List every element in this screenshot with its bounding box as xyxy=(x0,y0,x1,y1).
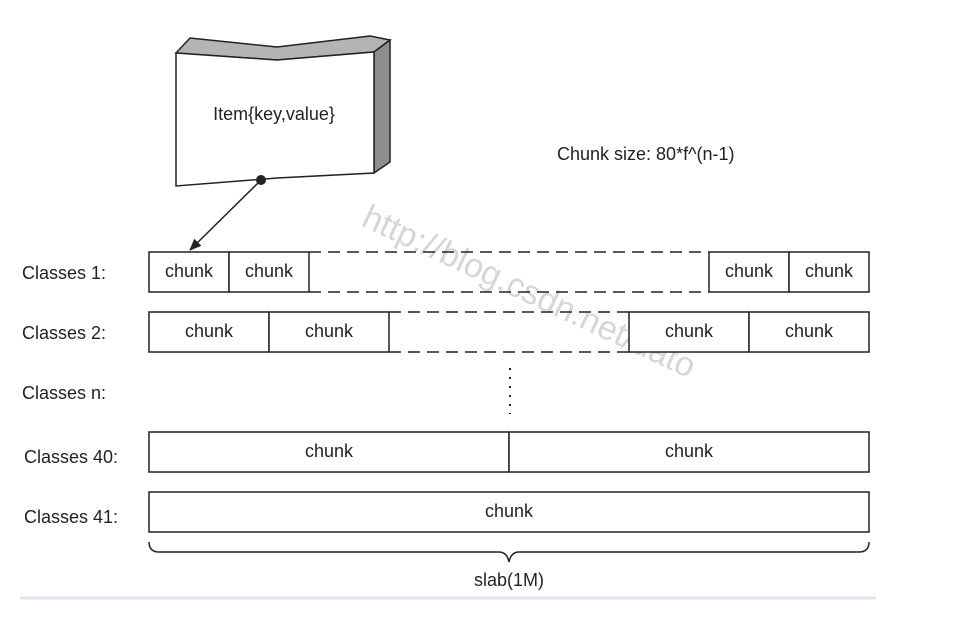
chunk xyxy=(228,251,310,293)
chunk-label: chunk xyxy=(305,321,354,341)
chunk-label: chunk xyxy=(185,321,234,341)
chunk-label: chunk xyxy=(805,261,854,281)
slab-row-classes-40: chunk chunk xyxy=(148,431,870,473)
slab-label: slab(1M) xyxy=(474,570,544,590)
chunk xyxy=(148,431,510,473)
chunk xyxy=(148,251,230,293)
chunk-label: chunk xyxy=(245,261,294,281)
chunk-label: chunk xyxy=(665,321,714,341)
chunk-size-formula: Chunk size: 80*f^(n-1) xyxy=(557,144,735,164)
item-box-front xyxy=(175,51,375,187)
row-label-classes-n: Classes n: xyxy=(22,383,106,403)
chunk xyxy=(148,311,270,353)
slab-row-classes-2: chunk chunk chunk chunk xyxy=(148,311,870,353)
item-label: Item{key,value} xyxy=(213,104,335,124)
slab-row-classes-41: chunk xyxy=(148,491,870,533)
chunk xyxy=(508,431,870,473)
slab-row-classes-1: chunk chunk chunk chunk xyxy=(148,251,870,293)
item-box: Item{key,value} xyxy=(174,35,392,187)
row-label-classes-40: Classes 40: xyxy=(24,447,118,467)
slab-brace xyxy=(148,541,870,563)
item-box-side xyxy=(373,38,391,175)
chunk-label: chunk xyxy=(305,441,354,461)
row-label-classes-41: Classes 41: xyxy=(24,507,118,527)
chunk xyxy=(748,311,870,353)
chunk-label: chunk xyxy=(485,501,534,521)
pointer-arrow xyxy=(189,179,262,251)
chunk xyxy=(788,251,870,293)
chunk-label: chunk xyxy=(665,441,714,461)
chunk-label: chunk xyxy=(165,261,214,281)
row-label-classes-1: Classes 1: xyxy=(22,263,106,283)
row-label-classes-2: Classes 2: xyxy=(22,323,106,343)
chunk xyxy=(148,491,870,533)
chunk xyxy=(628,311,750,353)
chunk xyxy=(268,311,390,353)
chunk-label: chunk xyxy=(725,261,774,281)
chunk-label: chunk xyxy=(785,321,834,341)
